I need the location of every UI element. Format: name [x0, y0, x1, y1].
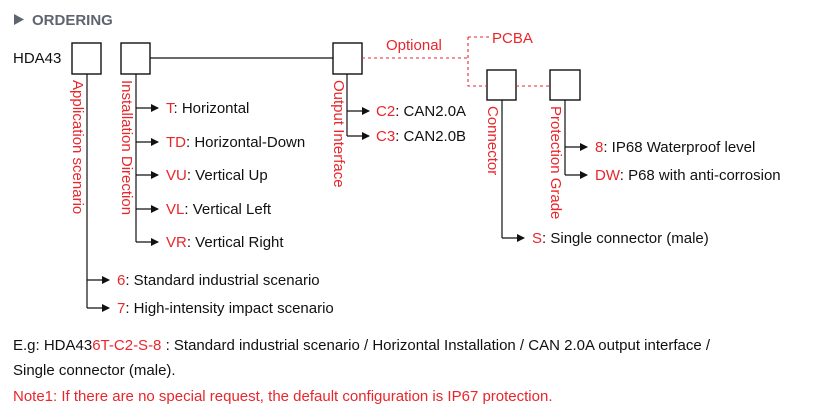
- example-line-2: Single connector (male).: [13, 362, 176, 379]
- installation-label: Installation Direction: [118, 80, 135, 215]
- example-code: 6T-C2-S-8: [92, 337, 162, 354]
- example-prefix: E.g: HDA43: [13, 337, 93, 354]
- example-line-1: E.g: HDA436T-C2-S-8 : Standard industria…: [13, 337, 710, 354]
- option-TD: TD: Horizontal-Down: [166, 134, 305, 151]
- option-VU: VU: Vertical Up: [166, 167, 268, 184]
- pcba-label: PCBA: [492, 30, 533, 47]
- option-S: S: Single connector (male): [532, 230, 709, 247]
- installation-box: [120, 42, 151, 75]
- option-6: 6: Standard industrial scenario: [117, 272, 320, 289]
- connector-box: [486, 69, 517, 101]
- option-7: 7: High-intensity impact scenario: [117, 300, 334, 317]
- pcba-dash: [467, 37, 487, 87]
- output-box: [332, 42, 363, 75]
- option-8: 8: IP68 Waterproof level: [595, 139, 755, 156]
- note: Note1: If there are no special request, …: [13, 388, 553, 405]
- option-C2: C2: CAN2.0A: [376, 103, 466, 120]
- option-DW: DW: P68 with anti-corrosion: [595, 167, 781, 184]
- option-T: T: Horizontal: [166, 100, 249, 117]
- output-label: Output Interface: [330, 80, 347, 188]
- example-desc: : Standard industrial scenario / Horizon…: [161, 337, 711, 354]
- connector-label: Connector: [484, 106, 501, 175]
- optional-label: Optional: [386, 37, 442, 54]
- protection-label: Protection Grade: [547, 106, 564, 219]
- option-C3: C3: CAN2.0B: [376, 128, 466, 145]
- application-box: [71, 42, 102, 75]
- option-VL: VL: Vertical Left: [166, 201, 272, 218]
- protection-box: [549, 69, 581, 101]
- section-title: ORDERING: [32, 12, 113, 29]
- header-play-icon: [14, 14, 24, 25]
- application-label: Application scenario: [69, 80, 86, 214]
- model-code: HDA43: [13, 50, 61, 67]
- option-VR: VR: Vertical Right: [166, 234, 284, 251]
